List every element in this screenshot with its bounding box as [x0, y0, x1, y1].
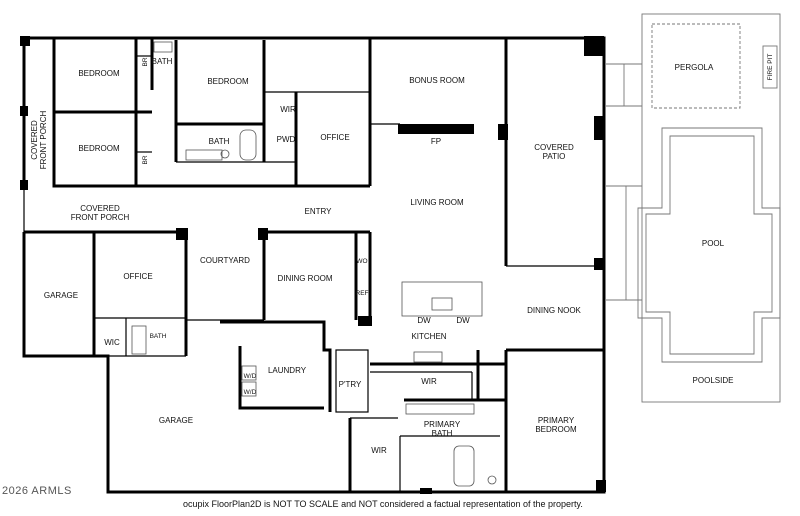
label-office-2: OFFICE [123, 272, 152, 281]
label-primary-bedroom-line2: BEDROOM [535, 425, 577, 434]
disclaimer-text: ocupix FloorPlan2D is NOT TO SCALE and N… [183, 499, 583, 509]
label-covered-front-porch-2-line2: FRONT PORCH [71, 213, 130, 222]
label-wo: WO [356, 258, 367, 265]
label-primary-bedroom-line1: PRIMARY [538, 416, 575, 425]
label-living-room: LIVING ROOM [410, 198, 464, 207]
label-dining-nook: DINING NOOK [527, 306, 581, 315]
label-garage-1: GARAGE [44, 291, 78, 300]
primary-vanity [405, 403, 475, 415]
label-dw-1: DW [417, 316, 431, 325]
label-pergola: PERGOLA [675, 63, 714, 72]
label-ref: REF [356, 290, 369, 297]
label-wd-1: W/D [244, 373, 257, 380]
label-courtyard: COURTYARD [200, 256, 250, 265]
label-wir-1: WIR [280, 105, 296, 114]
label-covered-front-porch-1-line2: FRONT PORCH [39, 111, 48, 170]
shower [131, 325, 147, 355]
label-covered-patio-line1: COVERED [534, 143, 574, 152]
label-primary-bath-line1: PRIMARY [424, 420, 461, 429]
label-wir-3: WIR [371, 446, 387, 455]
footer: 2026 ARMLS ocupix FloorPlan2D is NOT TO … [0, 485, 800, 516]
label-wir-2: WIR [421, 377, 437, 386]
posts [20, 36, 606, 494]
label-wd-2: W/D [244, 389, 257, 396]
label-pantry: P'TRY [339, 380, 362, 389]
room-labels: BEDROOM BEDROOM BEDROOM BATH BATH BATH B… [30, 54, 774, 455]
backyard-boundary [641, 13, 781, 403]
copyright-text: 2026 ARMLS [2, 485, 72, 497]
label-pwd: PWD [277, 135, 296, 144]
label-fp: FP [431, 137, 441, 146]
label-wic: WIC [104, 338, 120, 347]
label-primary-bath-line2: BATH [432, 429, 453, 438]
bath-vanity-top [153, 41, 173, 53]
floor-plan: BEDROOM BEDROOM BEDROOM BATH BATH BATH B… [20, 13, 781, 494]
label-garage-2: GARAGE [159, 416, 193, 425]
label-dw-2: DW [456, 316, 470, 325]
label-laundry: LAUNDRY [268, 366, 307, 375]
pergola-outline [651, 23, 741, 109]
label-bath-2: BATH [209, 137, 230, 146]
label-bedroom-3: BEDROOM [207, 77, 249, 86]
outdoor-area [606, 13, 781, 403]
exterior-walls [22, 36, 606, 494]
label-bedroom-2: BEDROOM [78, 144, 120, 153]
vanity [185, 149, 223, 161]
pool-outline [637, 127, 781, 363]
label-bath-3: BATH [150, 333, 167, 340]
tub [239, 129, 257, 161]
label-kitchen: KITCHEN [411, 332, 446, 341]
label-poolside: POOLSIDE [693, 376, 734, 385]
label-covered-patio-line2: PATIO [543, 152, 566, 161]
label-entry: ENTRY [305, 207, 333, 216]
label-bedroom-1: BEDROOM [78, 69, 120, 78]
pool-inner-outline [645, 135, 773, 355]
cooktop [413, 351, 443, 363]
label-office-1: OFFICE [320, 133, 349, 142]
label-bath-1: BATH [152, 57, 173, 66]
kitchen-island [401, 281, 483, 317]
pantry-outline [335, 349, 369, 413]
label-covered-front-porch-2-line1: COVERED [80, 204, 120, 213]
label-pool: POOL [702, 239, 725, 248]
fireplace [398, 124, 474, 134]
fire-pit-outline [762, 45, 778, 89]
label-fire-pit: FIRE PIT [767, 54, 774, 81]
interior-walls [24, 38, 604, 492]
label-covered-front-porch-1-line1: COVERED [30, 120, 39, 160]
label-br-2: BR [142, 155, 149, 164]
label-dining-room: DINING ROOM [277, 274, 332, 283]
label-br-1: BR [142, 57, 149, 66]
primary-tub [453, 445, 475, 487]
fixtures [131, 41, 497, 487]
label-bonus-room: BONUS ROOM [409, 76, 465, 85]
